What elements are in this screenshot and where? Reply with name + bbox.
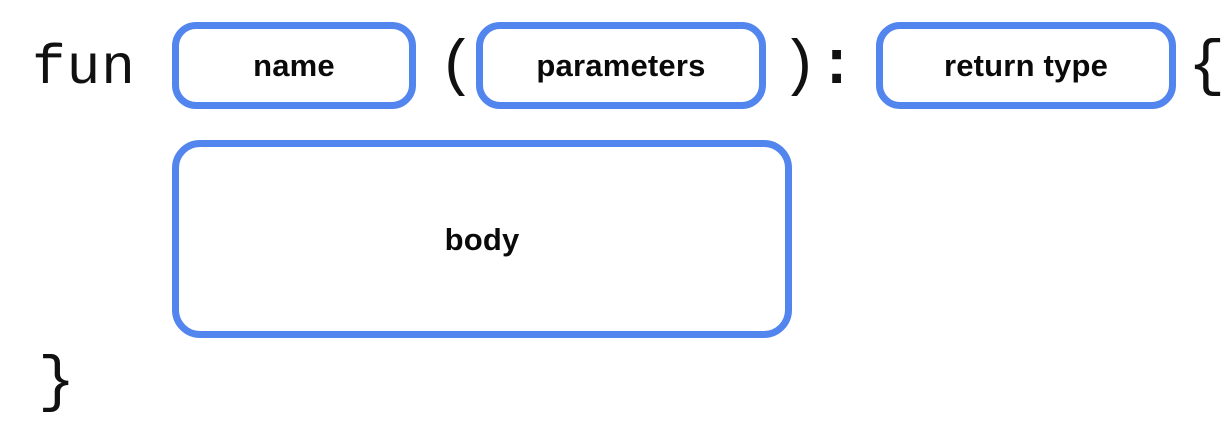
slot-parameters-label: parameters (536, 48, 706, 83)
close-brace-token: } (38, 347, 76, 418)
close-paren-token: ) (781, 31, 819, 102)
open-brace-token: { (1188, 31, 1224, 102)
slot-name[interactable]: name (172, 22, 416, 109)
open-paren-token: ( (438, 31, 476, 102)
slot-return-type-label: return type (943, 48, 1109, 83)
slot-parameters[interactable]: parameters (476, 22, 766, 109)
slot-body[interactable]: body (172, 140, 792, 338)
colon-token: : (818, 31, 856, 102)
keyword-fun: fun (32, 36, 136, 100)
slot-name-label: name (253, 48, 335, 83)
slot-body-label: body (444, 221, 520, 257)
slot-return-type[interactable]: return type (876, 22, 1176, 109)
